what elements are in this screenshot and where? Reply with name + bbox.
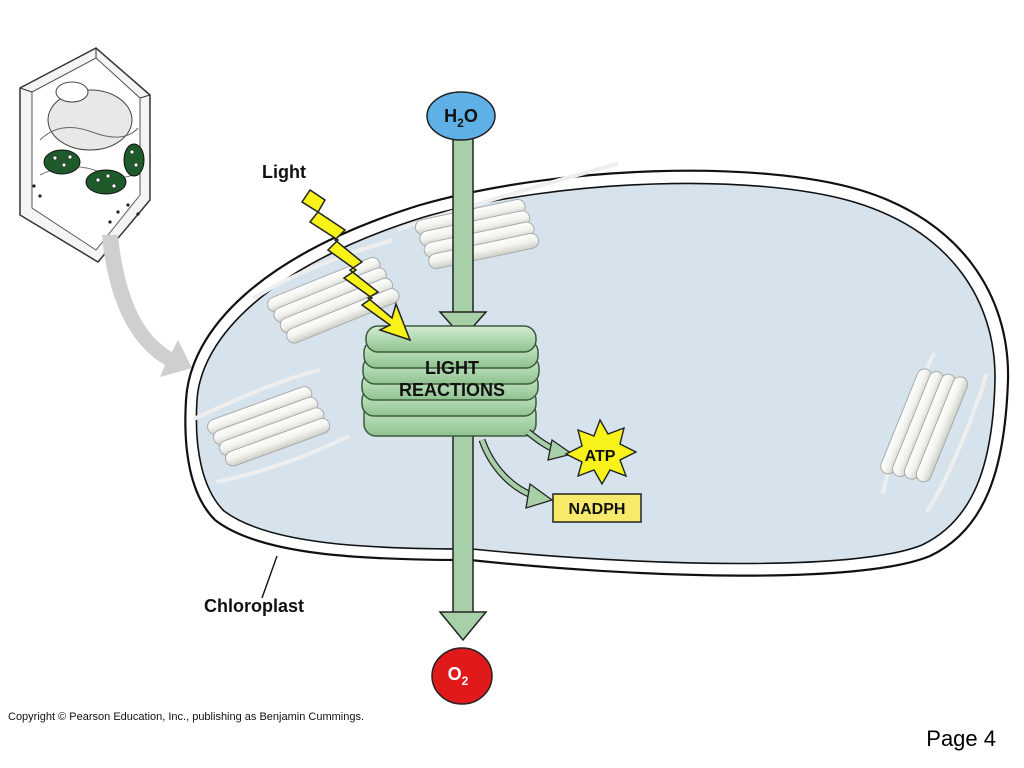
cell-chloroplast bbox=[43, 143, 145, 195]
chloroplast-leader-line bbox=[261, 555, 278, 599]
o2-label: O bbox=[448, 664, 462, 684]
atp-label: ATP bbox=[585, 448, 616, 465]
light-reactions-label-line1: LIGHT bbox=[425, 358, 479, 378]
light-reactions-label-line2: REACTIONS bbox=[399, 380, 505, 400]
atp-burst: ATP bbox=[564, 418, 638, 486]
nadph-output-arrow bbox=[478, 438, 554, 509]
page-number: Page 4 bbox=[926, 726, 996, 751]
h2o-label: H bbox=[444, 106, 457, 126]
plant-cell-illustration bbox=[19, 47, 151, 263]
copyright-notice: Copyright © Pearson Education, Inc., pub… bbox=[8, 711, 365, 723]
nadph-box: NADPH bbox=[552, 493, 642, 523]
chloroplast-body bbox=[184, 169, 1010, 577]
light-label: Light bbox=[262, 162, 306, 182]
granum-right bbox=[880, 351, 989, 513]
o2-subscript: 2 bbox=[462, 674, 469, 688]
water-molecule: H2O bbox=[426, 91, 496, 141]
oxygen-flow-arrow bbox=[438, 429, 488, 642]
zoom-arrow bbox=[102, 235, 192, 377]
h2o-label-o: O bbox=[464, 106, 478, 126]
nadph-label: NADPH bbox=[569, 501, 626, 518]
light-reactions-stack: LIGHT REACTIONS bbox=[361, 325, 540, 437]
svg-text:O2: O2 bbox=[448, 664, 469, 688]
atp-output-arrow bbox=[525, 429, 574, 461]
granum-left bbox=[192, 368, 350, 484]
water-flow-arrow bbox=[438, 137, 488, 340]
oxygen-molecule: O2 bbox=[431, 647, 493, 705]
chloroplast-label: Chloroplast bbox=[204, 596, 304, 616]
light-lightning-bolt bbox=[300, 188, 412, 342]
h2o-subscript: 2 bbox=[457, 116, 464, 130]
svg-text:H2O: H2O bbox=[444, 106, 478, 130]
